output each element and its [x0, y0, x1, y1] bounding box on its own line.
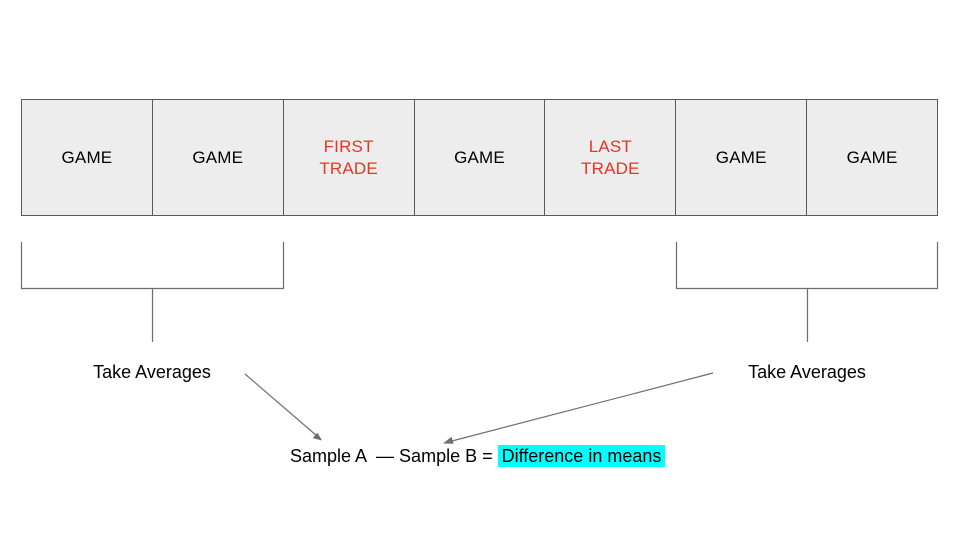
- sequence-box-game-4: GAME: [675, 99, 808, 216]
- left-group-bracket: [20, 242, 285, 290]
- box-label: GAME: [61, 147, 113, 167]
- take-averages-label-left: Take Averages: [93, 362, 211, 382]
- take-averages-label-right: Take Averages: [748, 362, 866, 382]
- box-label: GAME: [846, 147, 898, 167]
- sequence-box-game-2: GAME: [151, 99, 284, 216]
- arrow-left-to-equation: [244, 373, 322, 441]
- difference-in-means-highlight: Difference in means: [497, 445, 666, 467]
- game-sequence-row: GAME GAME FIRST TRADE GAME LAST TRADE GA…: [21, 99, 939, 216]
- sequence-box-game-3: GAME: [413, 99, 546, 216]
- sequence-box-last-trade: LAST TRADE: [544, 99, 677, 216]
- box-label: FIRST TRADE: [319, 136, 378, 178]
- box-label: GAME: [715, 147, 767, 167]
- arrow-right-to-equation: [443, 372, 714, 444]
- equation-lhs: Sample A — Sample B =: [290, 446, 498, 466]
- right-group-bracket: [675, 242, 939, 290]
- box-label: GAME: [192, 147, 244, 167]
- sequence-box-game-5: GAME: [806, 99, 939, 216]
- sequence-box-game-1: GAME: [21, 99, 153, 216]
- box-label: GAME: [454, 147, 505, 167]
- sequence-box-first-trade: FIRST TRADE: [282, 99, 415, 216]
- box-label: LAST TRADE: [581, 136, 640, 178]
- equation-text: Sample A — Sample B = Difference in mean…: [290, 444, 666, 469]
